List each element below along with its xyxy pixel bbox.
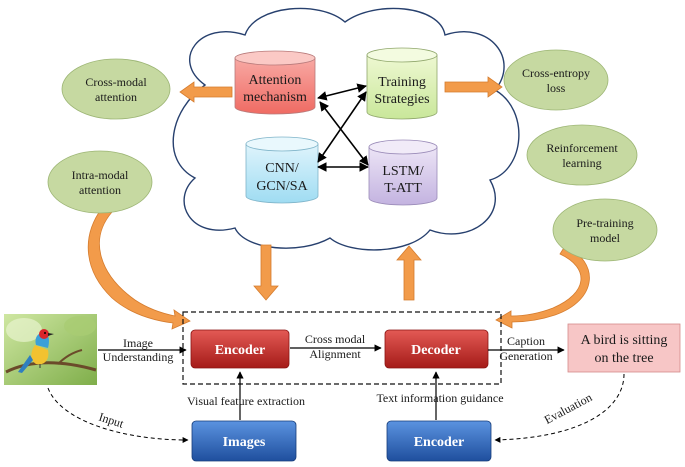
cloud-shape — [172, 7, 520, 251]
arrow-pretraining-to-decoder — [495, 245, 590, 329]
intra-modal-oval: Intra-modal attention — [47, 150, 153, 214]
cross-modal-oval: Cross-modal attention — [61, 58, 171, 120]
cnn-gcn-sa-cylinder: CNN/ GCN/SA — [245, 136, 319, 204]
cross-entropy-label-1: Cross-entropy — [522, 66, 590, 80]
decoder-label: Decoder — [411, 343, 461, 358]
intra-modal-label-2: attention — [79, 183, 121, 197]
bottom-encoder-label: Encoder — [414, 435, 465, 450]
text-guidance-label: Text information guidance — [376, 391, 503, 405]
pretraining-oval: Pre-training model — [552, 198, 658, 262]
cross-entropy-oval: Cross-entropy loss — [503, 49, 609, 111]
caption-generation-label-2: Generation — [499, 349, 552, 363]
images-label: Images — [223, 435, 266, 450]
arrow-cnn-training — [317, 91, 367, 163]
cylinder-cross-arrows — [317, 83, 369, 172]
orange-arrows — [87, 76, 590, 330]
dashed-input-arrow — [47, 387, 189, 443]
attention-label-1: Attention — [249, 73, 302, 88]
pretraining-label-1: Pre-training — [576, 216, 633, 230]
cross-modal-alignment-label-2: Alignment — [309, 347, 361, 361]
lstm-label-2: T-ATT — [384, 181, 422, 196]
images-box: Images — [191, 420, 297, 462]
pretraining-label-2: model — [590, 231, 621, 245]
cross-modal-alignment-label-1: Cross modal — [305, 332, 366, 346]
encoder-label: Encoder — [215, 343, 266, 358]
arrow-intra-modal-to-encoder — [87, 207, 191, 330]
lstm-tatt-cylinder: LSTM/ T-ATT — [368, 139, 438, 206]
cnn-label-2: GCN/SA — [256, 179, 308, 194]
bottom-encoder-box: Encoder — [386, 420, 492, 462]
attention-mechanism-cylinder: Attention mechanism — [234, 50, 316, 115]
attention-label-2: mechanism — [243, 90, 307, 105]
training-label-1: Training — [378, 75, 426, 90]
evaluation-label: Evaluation — [542, 390, 594, 427]
reinforcement-oval: Reinforcement learning — [526, 124, 638, 186]
caption-box: A bird is sitting on the tree — [567, 323, 681, 373]
cross-modal-label-2: attention — [95, 90, 137, 104]
cross-modal-label-1: Cross-modal — [85, 75, 147, 89]
caption-text-1: A bird is sitting — [581, 333, 668, 348]
arrow-to-cross-entropy — [444, 76, 503, 98]
cross-entropy-label-2: loss — [547, 81, 566, 95]
image-understanding-label-2: Understanding — [103, 350, 174, 364]
arrow-up-from-decoder — [396, 245, 422, 301]
caption-text-2: on the tree — [594, 351, 653, 366]
bird-image — [4, 314, 97, 385]
encoder-box: Encoder — [190, 329, 290, 369]
caption-generation-label-1: Caption — [507, 334, 545, 348]
image-understanding-label-1: Image — [123, 336, 153, 350]
training-strategies-cylinder: Training Strategies — [366, 47, 438, 120]
arrow-to-cross-modal — [179, 81, 233, 103]
cnn-label-1: CNN/ — [265, 161, 299, 176]
arrow-down-to-encoder — [253, 244, 279, 301]
intra-modal-label-1: Intra-modal — [72, 168, 129, 182]
dashed-evaluation-arrow — [494, 373, 625, 443]
reinforcement-label-2: learning — [562, 156, 601, 170]
lstm-label-1: LSTM/ — [382, 164, 423, 179]
input-label: Input — [97, 410, 126, 431]
reinforcement-label-1: Reinforcement — [546, 141, 618, 155]
decoder-box: Decoder — [384, 329, 489, 369]
visual-feature-label: Visual feature extraction — [187, 394, 305, 408]
training-label-2: Strategies — [374, 92, 429, 107]
